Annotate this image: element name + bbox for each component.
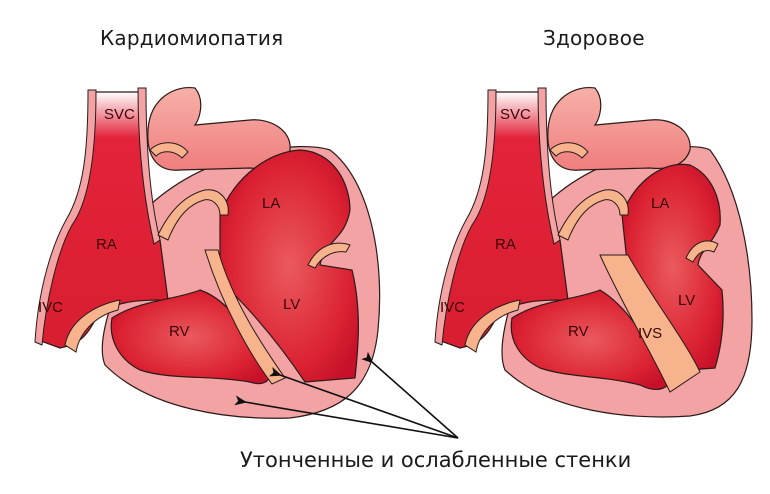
label-la: LA bbox=[651, 195, 669, 212]
thin-walls-caption: Утонченные и ослабленные стенки bbox=[240, 448, 632, 472]
arrow-rv-wall bbox=[234, 395, 459, 439]
healthy-title: Здоровое bbox=[543, 26, 645, 50]
label-lv: LV bbox=[283, 296, 300, 313]
pointer-arrows bbox=[234, 351, 459, 439]
label-svc: SVC bbox=[500, 106, 531, 123]
label-ra: RA bbox=[495, 236, 516, 253]
label-ra: RA bbox=[96, 236, 117, 253]
label-ivc: IVC bbox=[440, 299, 465, 316]
cardiomyopathy-title: Кардиомиопатия bbox=[100, 26, 284, 50]
aorta bbox=[147, 86, 291, 171]
label-rv: RV bbox=[169, 323, 190, 340]
label-ivs: IVS bbox=[638, 325, 662, 342]
cardiomyopathy-heart: SVC RA IVC RV LA LV bbox=[34, 86, 381, 419]
right-ventricle bbox=[510, 289, 669, 391]
aorta bbox=[547, 86, 691, 171]
label-rv: RV bbox=[568, 323, 589, 340]
label-ivc: IVC bbox=[38, 299, 63, 316]
interventricular-septum bbox=[599, 254, 701, 393]
healthy-heart: SVC RA IVC RV LA LV IVS bbox=[434, 86, 753, 418]
label-svc: SVC bbox=[104, 106, 135, 123]
label-lv: LV bbox=[678, 292, 695, 309]
label-la: LA bbox=[262, 195, 280, 212]
arrow-septum bbox=[268, 366, 459, 439]
thin-septum bbox=[204, 249, 286, 385]
arrow-outer-wall bbox=[361, 351, 459, 439]
